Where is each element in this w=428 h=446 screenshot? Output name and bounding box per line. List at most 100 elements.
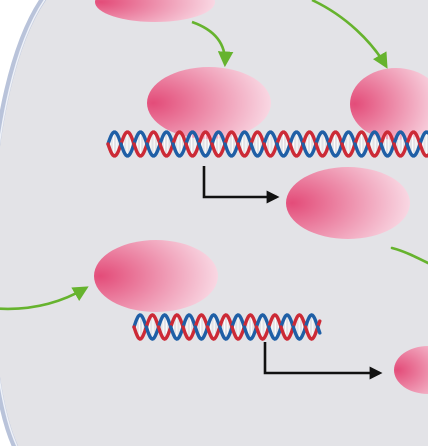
dna-double-helix-upper <box>106 130 428 158</box>
dna-strand-red <box>366 142 383 158</box>
dna-strand-blue <box>267 325 283 341</box>
cell-membrane <box>0 0 47 446</box>
dna-strand-red <box>230 325 246 341</box>
dna-strand-red <box>327 130 344 146</box>
dna-strand-red <box>353 130 370 146</box>
dna-strand-red <box>158 142 175 158</box>
dna-strand-red <box>144 313 160 329</box>
dna-strand-blue <box>223 142 240 158</box>
dna-strand-blue <box>316 325 322 335</box>
dna-strand-blue <box>418 130 428 146</box>
dna-strand-red <box>132 142 149 158</box>
dna-strand-red <box>288 142 305 158</box>
dna-strand-red <box>379 130 396 146</box>
dna-strand-blue <box>275 142 292 158</box>
dna-strand-red <box>193 313 209 329</box>
dna-strand-blue <box>184 130 201 146</box>
dna-strand-red <box>340 142 357 158</box>
transcription-factor-lower <box>94 240 218 312</box>
dna-double-helix-lower <box>132 313 322 341</box>
dna-strand-red <box>156 325 173 341</box>
dna-strand-red <box>210 142 227 158</box>
transcription-factor-right <box>350 68 428 140</box>
dna-strand-red <box>242 313 258 329</box>
dna-strand-red <box>132 325 148 341</box>
signal-arrow-lower <box>0 286 89 311</box>
dna-strand-red <box>249 130 266 146</box>
dna-strand-red <box>262 142 279 158</box>
dna-strand-red <box>392 142 409 158</box>
dna-strand-blue <box>197 142 214 158</box>
dna-strand-red <box>184 142 201 158</box>
dna-strand-red <box>169 313 185 329</box>
dna-strand-red <box>181 325 197 341</box>
dna-strand-blue <box>303 313 320 329</box>
dna-strand-blue <box>301 142 318 158</box>
dna-strand-blue <box>242 325 258 341</box>
dna-strand-blue <box>193 325 209 341</box>
expressed-protein-upper <box>286 167 410 239</box>
dna-strand-red <box>145 130 162 146</box>
dna-strand-blue <box>392 130 409 146</box>
dna-strand-blue <box>230 313 246 329</box>
cell-contents <box>0 0 428 394</box>
dna-strand-red <box>171 130 188 146</box>
dna-strand-blue <box>288 130 305 146</box>
dna-strand-red <box>236 142 253 158</box>
transcription-start-arrow-upper <box>202 166 280 204</box>
dna-strand-red <box>267 313 283 329</box>
signal-arrow-to-tf-right <box>311 0 388 69</box>
dna-strand-red <box>405 130 422 146</box>
dna-strand-blue <box>158 130 175 146</box>
dna-strand-blue <box>132 313 148 329</box>
dna-strand-blue <box>236 130 253 146</box>
dna-strand-blue <box>405 142 422 158</box>
dna-strand-blue <box>181 313 197 329</box>
dna-strand-blue <box>218 325 234 341</box>
dna-strand-blue <box>132 130 149 146</box>
dna-strand-blue <box>366 130 383 146</box>
upstream-signal-protein <box>95 0 215 22</box>
dna-strand-blue <box>119 142 136 158</box>
dna-strand-blue <box>353 142 370 158</box>
dna-strand-red <box>301 130 318 146</box>
dna-strand-red <box>291 313 307 329</box>
dna-strand-red <box>218 313 234 329</box>
dna-strand-red <box>223 130 240 146</box>
dna-strand-blue <box>169 325 185 341</box>
dna-strand-blue <box>205 313 222 329</box>
dna-strand-blue <box>314 130 331 146</box>
dna-strand-blue <box>210 130 227 146</box>
expressed-protein-lower <box>394 346 428 394</box>
dna-strand-blue <box>262 130 279 146</box>
signal-arrow-to-tf-left <box>191 20 234 68</box>
dna-strand-blue <box>254 313 271 329</box>
dna-strand-blue <box>327 142 344 158</box>
dna-strand-red <box>119 130 136 146</box>
signal-arrow-right-edge <box>390 246 428 266</box>
transcription-factor-left <box>147 67 271 139</box>
dna-strand-red <box>205 325 222 341</box>
dna-strand-blue <box>379 142 396 158</box>
dna-strand-red <box>418 142 428 158</box>
dna-strand-red <box>279 325 295 341</box>
dna-strand-red <box>106 142 123 158</box>
dna-strand-blue <box>249 142 266 158</box>
dna-strand-blue <box>291 325 307 341</box>
transcription-start-arrow-lower <box>263 342 383 380</box>
dna-strand-blue <box>106 130 123 146</box>
dna-strand-blue <box>144 325 160 341</box>
dna-strand-red <box>275 130 292 146</box>
dna-strand-red <box>197 130 214 146</box>
dna-strand-red <box>254 325 271 341</box>
cell-membrane-highlight <box>0 0 46 446</box>
dna-strand-blue <box>171 142 188 158</box>
dna-strand-blue <box>279 313 295 329</box>
dna-strand-blue <box>340 130 357 146</box>
dna-strand-blue <box>145 142 162 158</box>
dna-strand-blue <box>156 313 173 329</box>
dna-strand-red <box>314 142 331 158</box>
